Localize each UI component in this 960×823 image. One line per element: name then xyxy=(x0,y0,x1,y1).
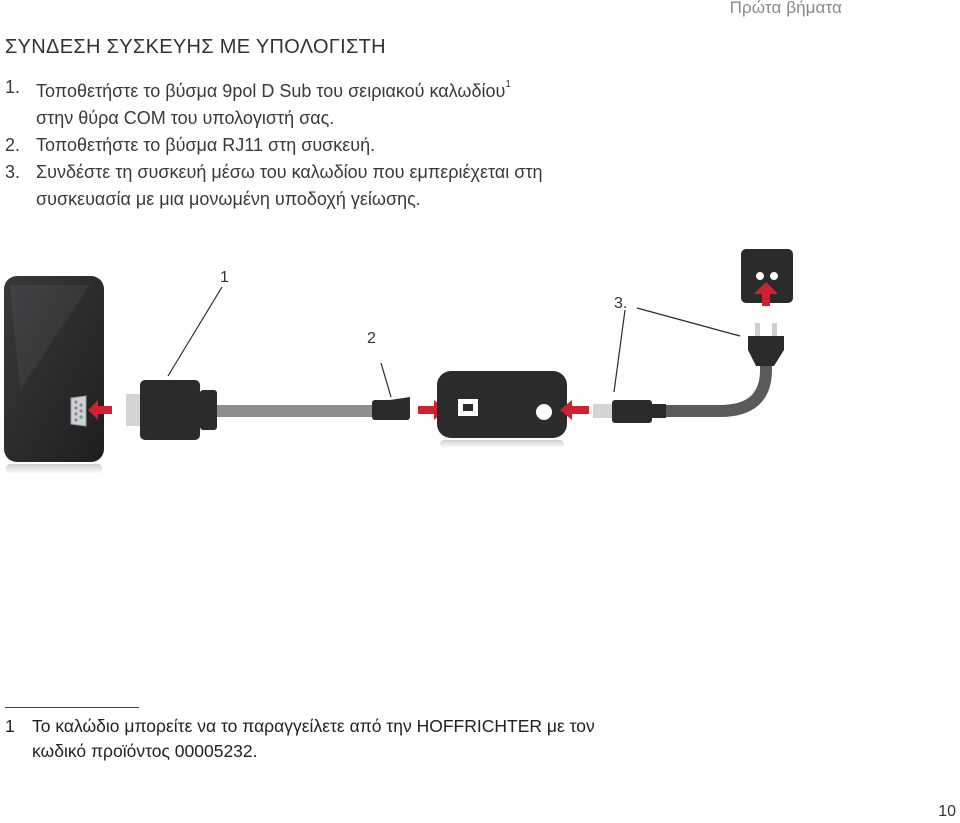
computer-icon xyxy=(4,276,104,474)
footnote-number: 1 xyxy=(5,716,15,736)
callout-1: 1 xyxy=(220,269,229,286)
connection-diagram: 1 2 3. xyxy=(4,249,793,474)
callout-2: 2 xyxy=(367,330,376,347)
rj11-plug-icon xyxy=(372,397,410,420)
power-cable-icon xyxy=(593,323,784,423)
step-text: Συνδέστε τη συσκευή μέσω του καλωδίου πο… xyxy=(36,162,543,209)
step-text: Τοποθετήστε το βύσμα 9pol D Sub του σειρ… xyxy=(36,79,511,128)
wall-socket-icon xyxy=(741,249,793,306)
footnote-ref: 1 xyxy=(505,79,511,90)
device-icon xyxy=(437,371,567,448)
page-number: 10 xyxy=(938,803,956,820)
step-number: 3. xyxy=(5,162,21,182)
footnote: 1 Το καλώδιο μπορείτε να το παραγγείλετε… xyxy=(5,714,645,764)
page-title: ΣΥΝΔΕΣΗ ΣΥΣΚΕΥΗΣ ΜΕ ΥΠΟΛΟΓΙΣΤΗ xyxy=(5,36,386,58)
step-2: 2. Τοποθετήστε το βύσμα RJ11 στη συσκευή… xyxy=(5,132,625,159)
arrow-left-icon xyxy=(88,400,112,420)
callout-lines xyxy=(167,286,741,398)
step-number: 1. xyxy=(5,77,21,97)
step-1: 1. Τοποθετήστε το βύσμα 9pol D Sub του σ… xyxy=(5,74,625,132)
callout-3: 3. xyxy=(614,295,627,312)
serial-cable xyxy=(217,405,375,417)
section-header: Πρώτα βήματα xyxy=(729,0,842,17)
step-3: 3. Συνδέστε τη συσκευή μέσω του καλωδίου… xyxy=(5,159,625,213)
step-number: 2. xyxy=(5,135,21,155)
footnote-divider xyxy=(5,707,139,708)
dsub-connector-icon xyxy=(126,380,217,440)
steps-list: 1. Τοποθετήστε το βύσμα 9pol D Sub του σ… xyxy=(5,74,625,213)
arrow-left-icon xyxy=(560,400,589,420)
footnote-text: Το καλώδιο μπορείτε να το παραγγείλετε α… xyxy=(32,716,595,761)
step-text: Τοποθετήστε το βύσμα RJ11 στη συσκευή. xyxy=(36,135,376,155)
